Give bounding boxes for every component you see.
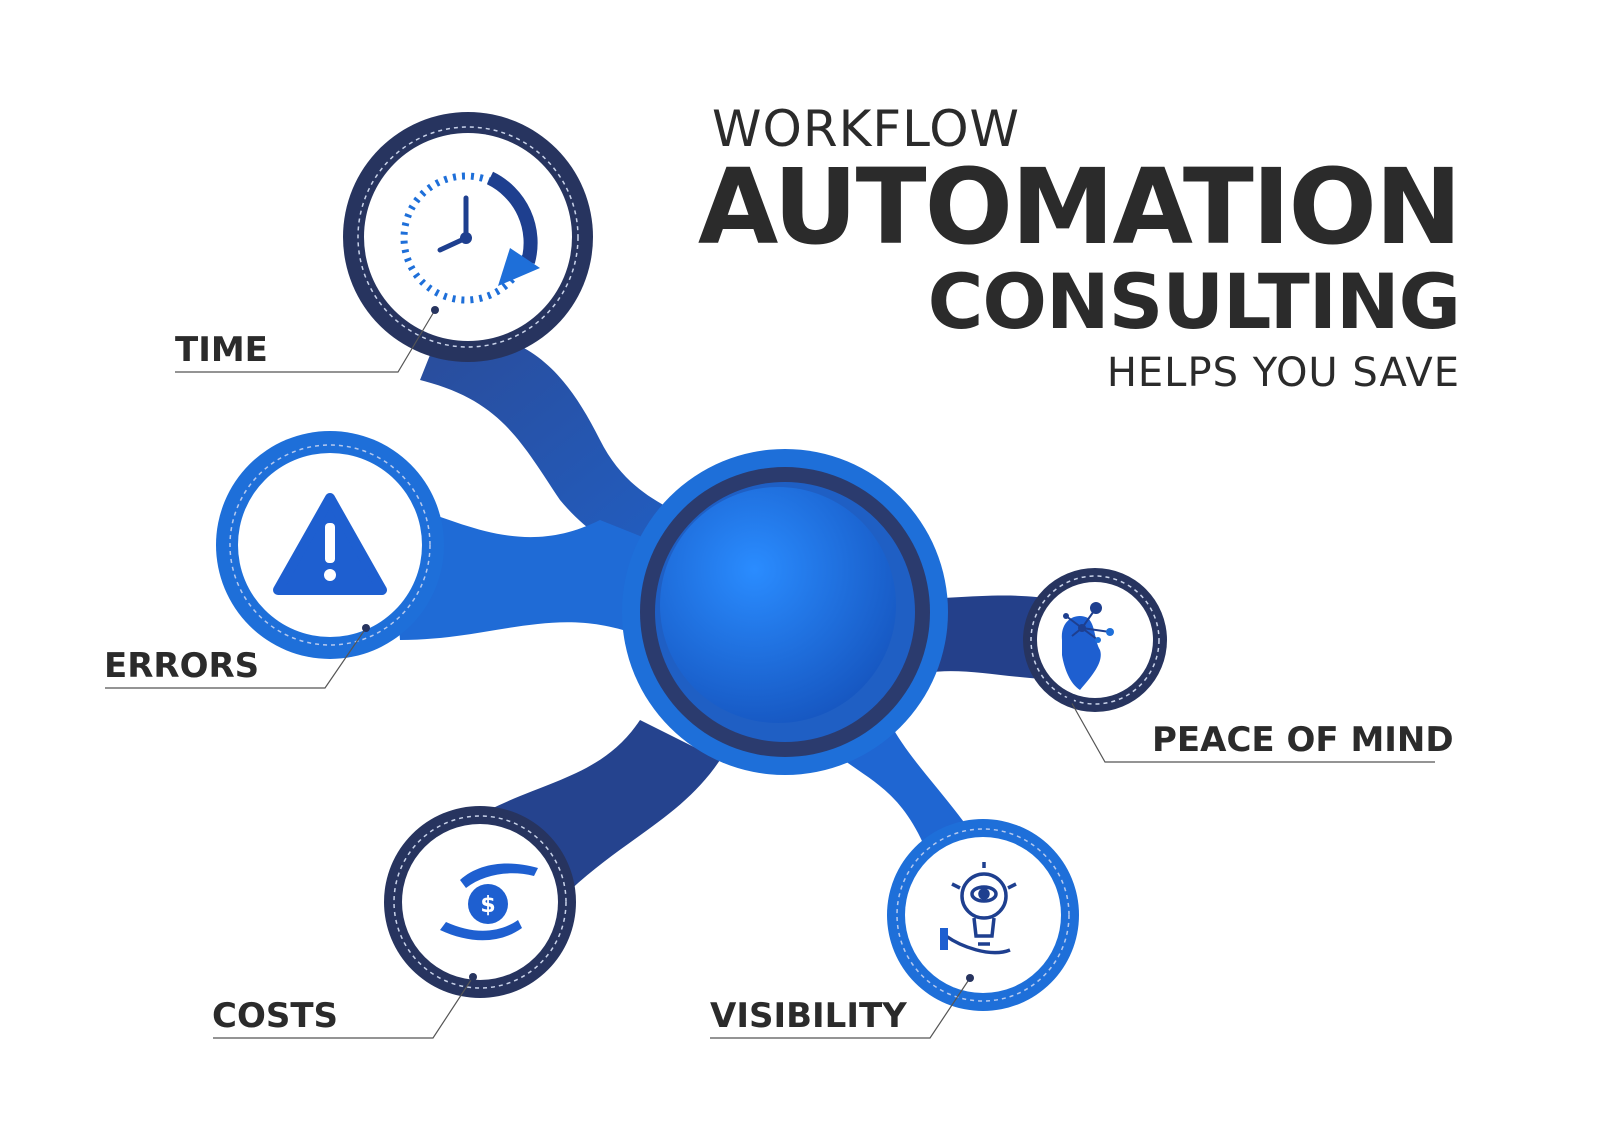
leader-peace: [1069, 699, 1435, 763]
warning-icon: [273, 493, 387, 595]
clock-icon: [400, 171, 540, 304]
leader-time: [175, 309, 436, 373]
title-helps-you-save: HELPS YOU SAVE: [1106, 350, 1460, 396]
leader-errors: [105, 627, 367, 689]
svg-text:$: $: [480, 893, 495, 918]
title-consulting: CONSULTING: [927, 257, 1461, 346]
money-hands-icon: $: [440, 863, 538, 941]
title-automation: AUTOMATION: [697, 146, 1462, 268]
label-time: TIME: [175, 330, 268, 370]
idea-bulb-eye-icon: [940, 862, 1017, 955]
node-visibility: [887, 819, 1079, 1011]
leader-costs: [213, 976, 474, 1039]
label-peace-of-mind: PEACE OF MIND: [1152, 720, 1454, 760]
node-peace-of-mind: [1023, 568, 1167, 712]
leader-lines: [105, 309, 1435, 1039]
central-hub: [622, 449, 948, 775]
node-costs: $: [384, 806, 576, 998]
node-errors: [216, 431, 444, 659]
leader-visibility: [710, 977, 971, 1039]
label-visibility: VISIBILITY: [710, 996, 907, 1036]
title-workflow: WORKFLOW: [712, 100, 1020, 158]
label-errors: ERRORS: [104, 646, 260, 686]
leader-dots: [362, 306, 1074, 982]
node-time: [343, 112, 593, 362]
mind-network-icon: [1061, 602, 1114, 690]
label-costs: COSTS: [212, 996, 339, 1036]
